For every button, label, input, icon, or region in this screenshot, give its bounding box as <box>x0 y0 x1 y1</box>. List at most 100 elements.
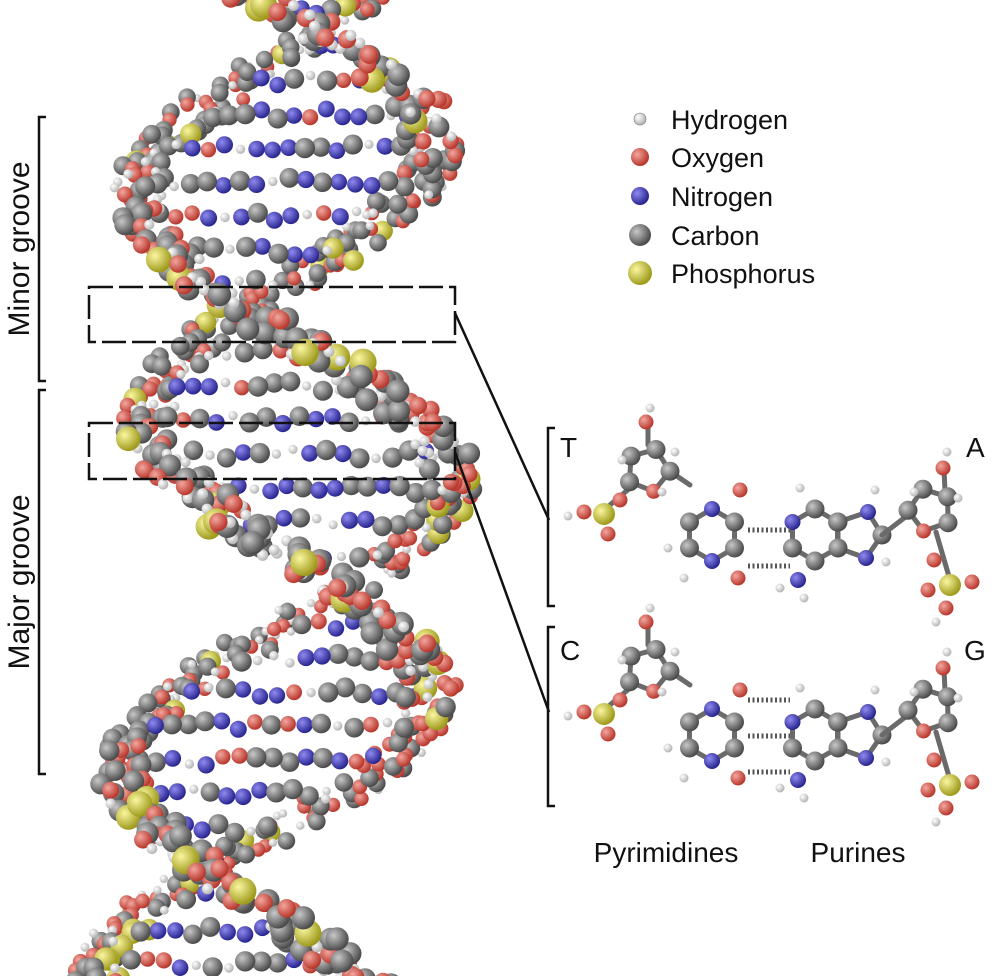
hydrogen-atom <box>422 692 433 702</box>
hydrogen-atom <box>255 635 264 645</box>
nitrogen-atom <box>790 772 806 788</box>
phosphorus-atom <box>291 338 319 367</box>
oxygen-atom <box>132 236 151 254</box>
oxygen-atom <box>267 622 282 637</box>
oxygen-atom <box>935 460 951 476</box>
hydrogen-atom <box>942 647 952 657</box>
nitrogen-atom <box>229 720 247 738</box>
oxygen-atom <box>280 716 296 732</box>
purines-label: Purines <box>811 837 906 868</box>
hydrogen-atom <box>201 883 214 895</box>
base-label-c: C <box>560 635 580 666</box>
nitrogen-atom <box>784 714 801 730</box>
nitrogen-atom <box>248 140 265 158</box>
carbon-atom <box>344 647 364 667</box>
carbon-atom <box>200 916 221 937</box>
carbon-atom <box>237 845 256 864</box>
oxygen-atom <box>316 28 335 47</box>
carbon-atom <box>394 717 415 738</box>
carbon-atom <box>289 406 310 427</box>
hydrogen-atom <box>953 693 963 703</box>
oxygen-atom <box>210 859 229 878</box>
nitrogen-atom <box>219 923 236 941</box>
oxygen-atom <box>378 611 397 630</box>
carbon-atom <box>190 354 209 374</box>
carbon-atom <box>299 786 319 806</box>
carbon-atom <box>680 538 699 558</box>
carbon-atom <box>805 699 825 719</box>
hydrogen-atom <box>163 682 172 691</box>
nitrogen-atom <box>858 550 874 566</box>
carbon-atom <box>620 472 639 492</box>
carbon-atom <box>290 508 310 528</box>
legend-label-oxygen: Oxygen <box>671 143 764 173</box>
hydrogen-atom <box>931 617 941 627</box>
nitrogen-atom <box>328 142 346 159</box>
nitrogen-atom <box>313 647 331 665</box>
oxygen-atom <box>271 310 290 330</box>
hydrogen-atom <box>234 276 244 286</box>
hydrogen-atom <box>795 683 805 693</box>
oxygen-atom <box>348 753 365 770</box>
hydrogen-atom <box>224 516 236 528</box>
phosphorus-atom <box>180 123 202 145</box>
carbon-atom <box>235 951 256 972</box>
carbon-atom <box>183 440 204 461</box>
nitrogen-atom <box>790 572 806 588</box>
carbon-atom <box>394 176 415 197</box>
hydrogen-atom <box>224 963 234 973</box>
hydrogen-atom <box>220 212 230 223</box>
hydrogen-atom <box>225 244 235 254</box>
carbon-atom <box>247 376 269 397</box>
hydrogen-atom <box>402 544 412 554</box>
carbon-atom <box>360 621 384 645</box>
hydrogen-atom <box>157 479 169 490</box>
hydrogen-atom <box>246 826 256 837</box>
nitrogen-atom <box>262 482 279 500</box>
hydrogen-atom <box>679 773 689 783</box>
carbon-atom <box>783 538 802 558</box>
oxygen-atom <box>354 791 369 806</box>
carbon-atom <box>292 614 312 635</box>
carbon-atom <box>114 214 136 236</box>
oxygen-atom <box>254 893 273 913</box>
hydrogen-atom <box>368 208 378 218</box>
nitrogen-atom <box>234 681 252 698</box>
nitrogen-atom <box>297 170 315 189</box>
oxygen-atom <box>646 683 662 699</box>
nitrogen-atom <box>327 620 345 637</box>
phosphorus-atom <box>939 574 961 596</box>
hydrogen-atom <box>663 543 673 553</box>
carbon-atom <box>266 782 287 803</box>
hydrogen-atom <box>423 679 434 690</box>
oxygen-atom <box>405 193 420 209</box>
hydrogen-atom <box>268 176 278 187</box>
carbon-atom <box>246 747 267 768</box>
hydrogen-atom <box>909 687 919 697</box>
phosphorus-atom <box>593 703 615 725</box>
carbon-atom <box>783 738 802 758</box>
oxygen-atom <box>352 591 372 610</box>
base-label-a: A <box>966 432 985 463</box>
phosphorus-atom <box>593 503 615 525</box>
hydrogen-atom <box>296 821 305 830</box>
carbon-atom <box>828 538 848 558</box>
carbon-atom <box>349 364 373 389</box>
hydrogen-atom <box>881 557 891 567</box>
oxygen-atom <box>920 782 936 798</box>
nitrogen-atom <box>371 688 388 705</box>
carbon-atom <box>725 712 744 732</box>
nitrogen-atom <box>233 208 250 226</box>
carbon-atom <box>240 531 265 555</box>
hydrogen-atom <box>311 513 322 524</box>
carbon-atom <box>130 921 151 942</box>
hydrogen-atom <box>203 682 214 693</box>
carbon-atom <box>159 454 181 477</box>
hydrogen-atom <box>252 655 263 666</box>
oxygen-atom <box>396 165 412 181</box>
hydrogen-atom <box>414 457 425 468</box>
carbon-atom <box>389 515 409 535</box>
hydrogen-atom <box>180 457 191 468</box>
hydrogen-atom <box>410 439 421 450</box>
carbon-atom <box>938 513 958 533</box>
